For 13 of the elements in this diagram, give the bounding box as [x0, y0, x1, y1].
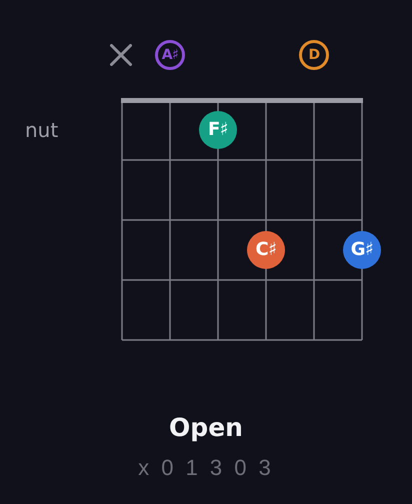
fingering-caption: x 0 1 3 0 3: [138, 455, 274, 480]
note-label: F♯: [208, 121, 228, 139]
fret-position-label: nut: [25, 118, 58, 142]
note-label: C♯: [256, 241, 276, 259]
chord-title: Open: [169, 413, 243, 442]
note-label: D: [308, 48, 320, 62]
note-label: G♯: [350, 241, 374, 259]
finger-dot: [247, 231, 285, 269]
open-string-marker: [155, 40, 185, 70]
finger-dot: [343, 231, 381, 269]
open-string-marker: [299, 40, 329, 70]
finger-dot: [199, 111, 237, 149]
note-label: A♯: [162, 48, 178, 62]
